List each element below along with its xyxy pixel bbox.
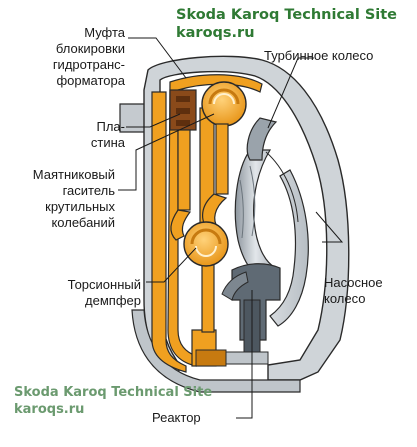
watermark-bottom-title: Skoda Karoq Technical Site (14, 385, 213, 400)
pump-wheel (265, 151, 309, 327)
clutch-plate (169, 89, 197, 241)
turbine-wheel (234, 117, 278, 281)
leader-lines (118, 37, 344, 419)
label-plate-line-1: Пла- (96, 119, 126, 134)
hub (195, 349, 269, 367)
label-pendulum-damper-line-3: крутильных (45, 199, 115, 214)
leader-torsion (146, 247, 197, 283)
label-lockup-clutch-line-2: блокировки (55, 41, 125, 56)
leader-lockup-clutch (128, 37, 187, 79)
label-pump-wheel-line-2: колесо (324, 291, 366, 306)
label-lockup-clutch-line-1: Муфта (84, 25, 125, 40)
torsion-damper (183, 221, 229, 267)
label-turbine-wheel: Турбинное колесо (264, 48, 373, 64)
watermark-top: Skoda Karoq Technical Site karoqs.ru (176, 6, 397, 42)
label-reactor-line-1: Реактор (152, 410, 201, 425)
watermark-bottom: Skoda Karoq Technical Site karoqs.ru (14, 384, 212, 418)
label-pendulum-damper-line-4: колебаний (51, 215, 115, 230)
label-pendulum-damper-line-1: Маятниковый (32, 167, 115, 182)
reactor (221, 263, 281, 365)
label-pendulum-damper: Маятниковый гаситель крутильных колебани… (33, 167, 115, 231)
leader-pendulum (118, 113, 215, 191)
label-torsion-damper-line-2: демпфер (85, 293, 141, 308)
watermark-top-title: Skoda Karoq Technical Site (176, 7, 398, 23)
label-torsion-damper-line-1: Торсионный (67, 277, 141, 292)
leader-pump (315, 211, 344, 243)
label-plate: Пла- стина (91, 119, 125, 151)
label-reactor: Реактор (152, 410, 201, 426)
watermark-top-url: karoqs.ru (176, 25, 255, 41)
watermark-bottom-url: karoqs.ru (14, 402, 85, 417)
label-pendulum-damper-line-2: гаситель (62, 183, 115, 198)
leader-plate (126, 113, 181, 128)
leader-turbine (267, 57, 314, 129)
leader-reactor (236, 290, 253, 419)
label-plate-line-2: стина (90, 135, 125, 150)
label-lockup-clutch-line-3: гидротранс- (52, 57, 125, 72)
label-pump-wheel-line-1: Насосное (324, 275, 383, 290)
label-turbine-wheel-line-1: Турбинное колесо (264, 48, 374, 63)
label-pump-wheel: Насосное колесо (324, 275, 383, 307)
label-lockup-clutch: Муфта блокировки гидротранс- форматора (53, 25, 125, 89)
label-lockup-clutch-line-4: форматора (56, 73, 125, 88)
label-torsion-damper: Торсионный демпфер (68, 277, 141, 309)
